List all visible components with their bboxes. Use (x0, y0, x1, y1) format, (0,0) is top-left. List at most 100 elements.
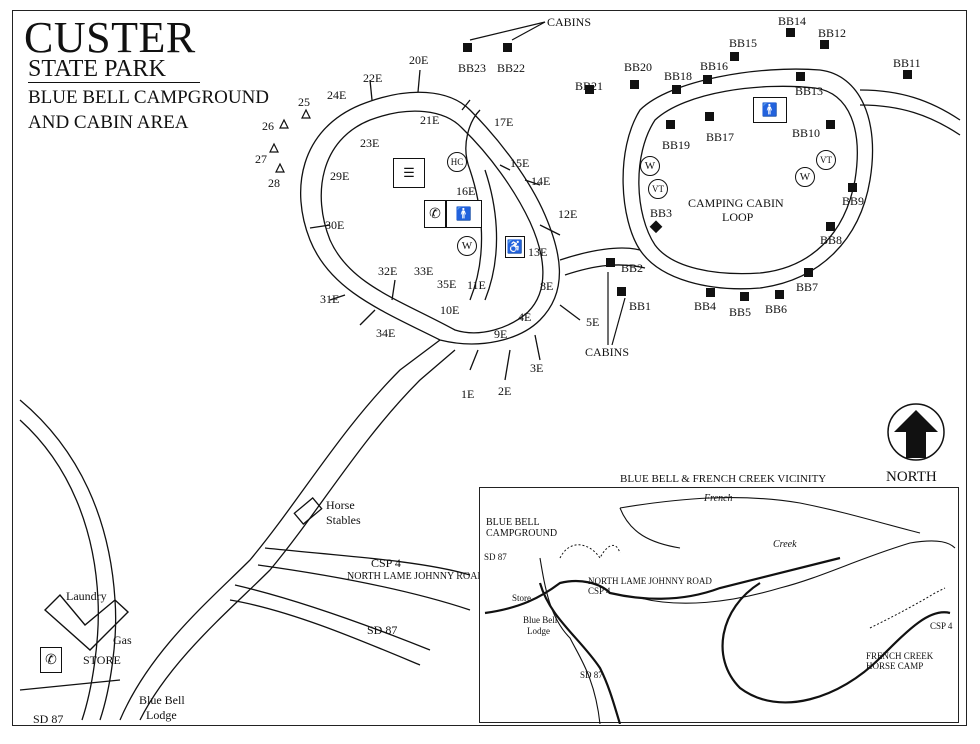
laundry-label: Laundry (66, 589, 107, 603)
sd87-road-a (229, 599, 421, 666)
cabin-marker (848, 183, 857, 192)
phone-icon: ✆ (40, 647, 62, 673)
inset-bluebell-label-line2: CAMPGROUND (486, 528, 558, 539)
tent-site-marker (275, 162, 285, 173)
park-subtitle: STATE PARK (28, 56, 166, 82)
inset-main-road (484, 556, 841, 615)
tent-site-marker (279, 118, 289, 129)
cabin-marker (903, 70, 912, 79)
cabin-marker (826, 222, 835, 231)
east-road-a (859, 89, 961, 121)
cabin-label: BB15 (729, 36, 758, 50)
sd87-bottom-label: SD 87 (33, 712, 64, 726)
horse-stables-label-line1: Horse (326, 498, 355, 512)
campsite-label: 4E (518, 310, 532, 324)
campsite-label: 35E (437, 277, 457, 291)
campsite-label: 29E (330, 169, 350, 183)
sd87-road-b (234, 584, 431, 651)
accessible-icon: ♿ (505, 236, 525, 258)
store-label: STORE (83, 653, 121, 667)
north-arrow-shape (894, 410, 938, 458)
campsite-label: 13E (528, 245, 548, 259)
water-icon: W (795, 167, 815, 187)
tent-site-label: 25 (298, 95, 310, 109)
campsite-label: 14E (531, 174, 551, 188)
campsite-label: 24E (327, 88, 347, 102)
park-title: CUSTER (24, 13, 196, 62)
cabin-marker (730, 52, 739, 61)
cabin-marker (649, 220, 663, 234)
campsite-label: 30E (325, 218, 345, 232)
inset-sd87-top-label: SD 87 (484, 552, 507, 562)
campsite-label: 20E (409, 53, 429, 67)
inset-creek-label: Creek (773, 539, 797, 550)
campsite-label: 9E (494, 327, 508, 341)
inset-french-creek-loop (721, 582, 951, 704)
csp4-road-upper (264, 547, 471, 576)
cabin-label: BB17 (706, 130, 735, 144)
cabin-marker (705, 112, 714, 121)
campground-inner-road (465, 109, 483, 301)
campsite-label: 17E (494, 115, 514, 129)
phone-icon: ✆ (424, 200, 446, 228)
tent-site-marker (301, 108, 311, 119)
cabin-marker (775, 290, 784, 299)
inset-french-creek-label-line2: HORSE CAMP (866, 661, 924, 671)
french-creek-stream (619, 497, 921, 534)
restroom-icon: 🚹 (446, 200, 482, 228)
campsite-label: 31E (320, 292, 340, 306)
cabin-connector-a (559, 247, 641, 261)
inset-lodge-label-line2: Lodge (527, 626, 550, 636)
campsite-label: 3E (530, 361, 544, 375)
area-title-line2: AND CABIN AREA (28, 112, 189, 133)
inset-store-label: Store (512, 593, 531, 603)
campsite-label: 12E (558, 207, 578, 221)
cabin-label: BB16 (700, 59, 729, 73)
lodge-label-line1: Blue Bell (139, 693, 185, 707)
cabins-top-label: CABINS (547, 15, 592, 29)
horse-stables-building (293, 497, 323, 525)
cabin-marker (617, 287, 626, 296)
vicinity-inset-map: BLUE BELL CAMPGROUND French Creek SD 87 … (479, 487, 959, 724)
main-road-left-edge (119, 339, 441, 721)
cabin-label: BB9 (842, 194, 865, 208)
water-icon: W (457, 236, 477, 256)
cabin-label: BB6 (765, 302, 788, 316)
inset-sd87-bottom-label: SD 87 (580, 670, 603, 680)
inset-french-creek-camp (869, 587, 946, 629)
campground-inner-road-2 (484, 169, 498, 301)
cabin-label: BB19 (662, 138, 691, 152)
horse-stables-label-line2: Stables (326, 513, 361, 527)
inset-roads (484, 497, 956, 724)
inset-sd87 (538, 582, 622, 724)
cabin-label: BB3 (650, 206, 673, 220)
cabin-marker (666, 120, 675, 129)
store-road-a (19, 399, 117, 721)
tent-site-marker (269, 142, 279, 153)
north-arrow-circle (887, 403, 945, 461)
cabin-label: BB11 (893, 56, 921, 70)
cabin-label: BB20 (624, 60, 653, 74)
main-road-right-edge (139, 349, 456, 721)
lodge-label-line2: Lodge (146, 708, 177, 722)
inset-french-label: French (704, 493, 733, 504)
map-frame (12, 10, 967, 726)
vault-toilet-icon: VT (648, 179, 668, 199)
restroom-icon: 🚹 (753, 97, 787, 123)
cabin-marker (703, 75, 712, 84)
cabin-label: BB1 (629, 299, 652, 313)
cabin-label: BB14 (778, 14, 807, 28)
inset-lodge-label-line1: Blue Bell (523, 615, 558, 625)
cabin-marker (820, 40, 829, 49)
cabin-marker (503, 43, 512, 52)
campsite-label: 2E (498, 384, 512, 398)
campground-loop-outer (300, 91, 561, 345)
area-title-line1: BLUE BELL CAMPGROUND (28, 87, 270, 108)
campsite-label: 34E (376, 326, 396, 340)
campsite-label: 22E (363, 71, 383, 85)
amphitheater-icon: ☰ (393, 158, 425, 188)
title-underline (28, 82, 200, 83)
campsite-label: 1E (461, 387, 475, 401)
